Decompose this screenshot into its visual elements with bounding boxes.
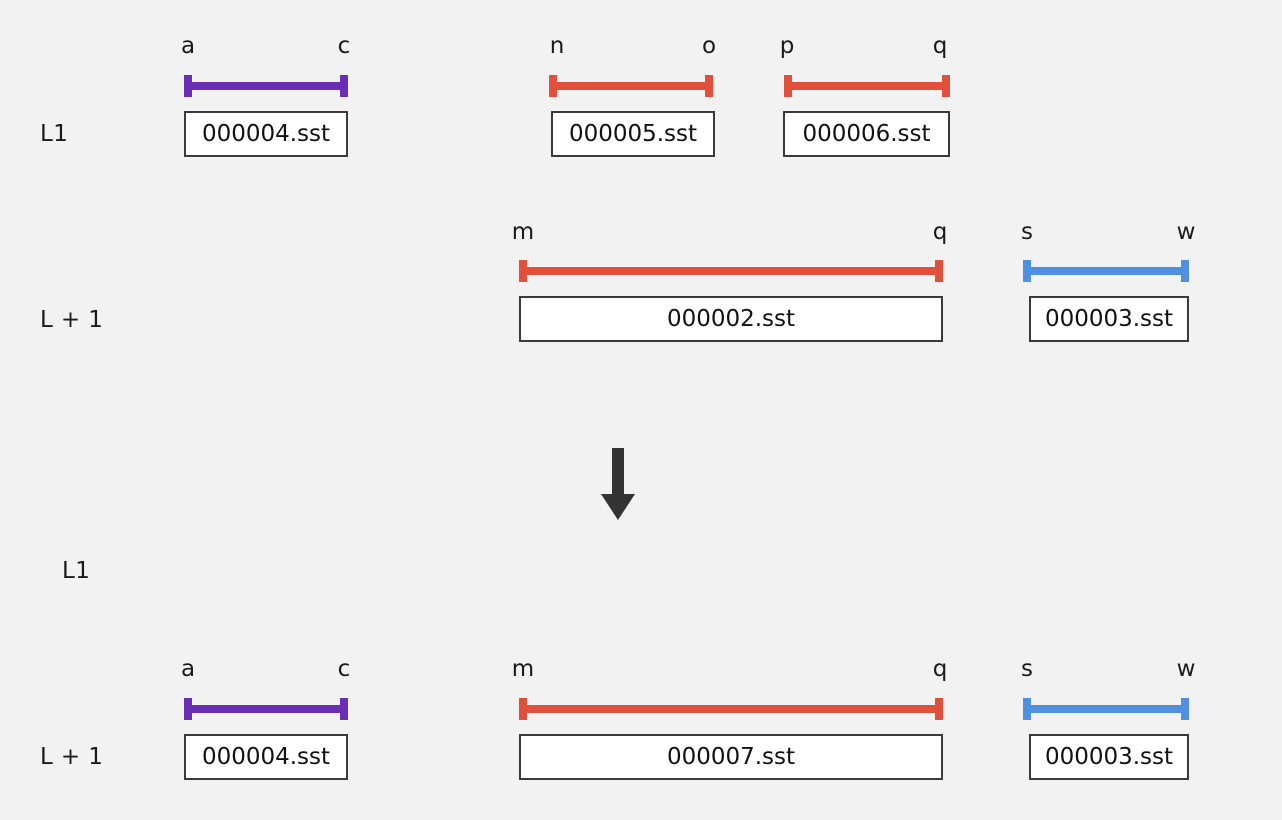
- key-label-start-before-lplus1-000002: m: [511, 219, 535, 245]
- range-bracket-before-lplus1-000002: [519, 260, 943, 282]
- bracket-bar: [519, 267, 943, 275]
- bracket-cap-right: [340, 698, 348, 720]
- key-label-end-before-l1-000004: c: [337, 33, 351, 59]
- key-label-end-before-lplus1-000003: w: [1176, 219, 1196, 245]
- sst-box-before-lplus1-000003[interactable]: 000003.sst: [1029, 296, 1189, 342]
- bracket-bar: [184, 82, 348, 90]
- level-label-after-lplus1: L + 1: [40, 744, 104, 770]
- key-label-start-after-lplus1-000003: s: [1021, 656, 1033, 682]
- range-bracket-after-lplus1-000007: [519, 698, 943, 720]
- level-label-before-lplus1: L + 1: [40, 307, 104, 333]
- key-label-end-after-lplus1-000007: q: [932, 656, 948, 682]
- bracket-cap-right: [705, 75, 713, 97]
- bracket-bar: [784, 82, 950, 90]
- sst-box-before-l1-000006[interactable]: 000006.sst: [783, 111, 950, 157]
- bracket-cap-right: [935, 260, 943, 282]
- key-label-start-before-lplus1-000003: s: [1021, 219, 1033, 245]
- sst-box-after-lplus1-000003[interactable]: 000003.sst: [1029, 734, 1189, 780]
- range-bracket-before-l1-000004: [184, 75, 348, 97]
- level-label-after-l1: L1: [62, 558, 91, 584]
- bracket-bar: [1023, 267, 1189, 275]
- key-label-start-before-l1-000005: n: [549, 33, 565, 59]
- down-arrow-icon: [597, 448, 639, 526]
- key-label-start-before-l1-000004: a: [180, 33, 196, 59]
- range-bracket-before-lplus1-000003: [1023, 260, 1189, 282]
- sst-box-before-lplus1-000002[interactable]: 000002.sst: [519, 296, 943, 342]
- bracket-cap-right: [935, 698, 943, 720]
- key-label-start-after-lplus1-000007: m: [511, 656, 535, 682]
- key-label-end-after-lplus1-000003: w: [1176, 656, 1196, 682]
- sst-box-before-l1-000005[interactable]: 000005.sst: [551, 111, 715, 157]
- range-bracket-before-l1-000006: [784, 75, 950, 97]
- key-label-end-before-l1-000006: q: [932, 33, 948, 59]
- key-label-end-before-l1-000005: o: [701, 33, 717, 59]
- bracket-bar: [519, 705, 943, 713]
- bracket-cap-right: [340, 75, 348, 97]
- bracket-bar: [1023, 705, 1189, 713]
- sst-box-before-l1-000004[interactable]: 000004.sst: [184, 111, 348, 157]
- range-bracket-before-l1-000005: [549, 75, 713, 97]
- level-label-before-l1: L1: [40, 121, 69, 147]
- range-bracket-after-lplus1-000003: [1023, 698, 1189, 720]
- range-bracket-after-lplus1-000004: [184, 698, 348, 720]
- bracket-bar: [184, 705, 348, 713]
- bracket-bar: [549, 82, 713, 90]
- bracket-cap-right: [942, 75, 950, 97]
- bracket-cap-right: [1181, 260, 1189, 282]
- sst-box-after-lplus1-000007[interactable]: 000007.sst: [519, 734, 943, 780]
- key-label-end-after-lplus1-000004: c: [337, 656, 351, 682]
- key-label-start-before-l1-000006: p: [779, 33, 795, 59]
- bracket-cap-right: [1181, 698, 1189, 720]
- sst-box-after-lplus1-000004[interactable]: 000004.sst: [184, 734, 348, 780]
- key-label-start-after-lplus1-000004: a: [180, 656, 196, 682]
- key-label-end-before-lplus1-000002: q: [932, 219, 948, 245]
